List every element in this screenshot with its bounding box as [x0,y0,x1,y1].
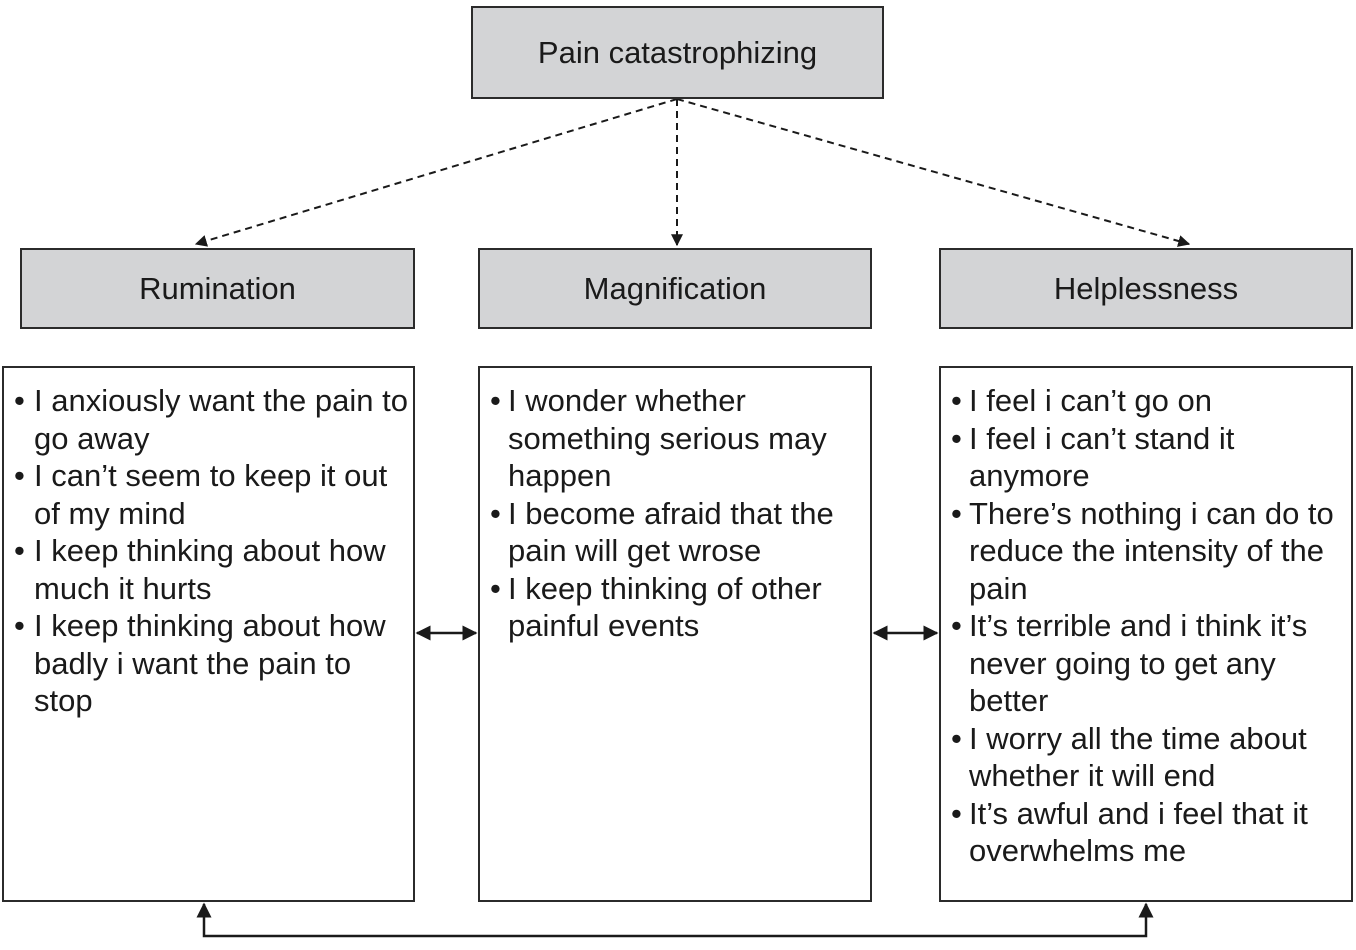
bullet-icon: • [490,383,501,418]
list-item: • I keep thinking about how badly i want … [4,607,413,720]
list-item: • I can’t seem to keep it out of my mind [4,457,413,532]
double-arrow-rumination-helplessness [196,902,1154,938]
list-item: •I keep thinking of other painful events [480,570,870,645]
bullet-icon: • [14,458,25,493]
list-item: •It’s awful and i feel that it overwhelm… [941,795,1351,870]
dashed-arrow-to-rumination [194,98,678,247]
item-text: It’s awful and i feel that it overwhelms… [969,795,1308,869]
item-text: I worry all the time about whether it wi… [969,720,1307,794]
list-item: •There’s nothing i can do to reduce the … [941,495,1351,608]
list-item: •I feel i can’t go on [941,382,1351,420]
helplessness-items-box: •I feel i can’t go on •I feel i can’t st… [939,366,1353,902]
bullet-icon: • [14,608,25,643]
magnification-items-box: •I wonder whether something serious may … [478,366,872,902]
list-item: •I worry all the time about whether it w… [941,720,1351,795]
item-text: I anxiously want the pain to go away [34,383,408,456]
list-item: • I anxiously want the pain to go away [4,382,413,457]
item-text: I keep thinking about how much it hurts [34,533,386,606]
item-text: I become afraid that the pain will get w… [508,495,834,569]
bullet-icon: • [14,383,25,418]
node-rumination: Rumination [20,248,415,329]
item-text: It’s terrible and i think it’s never goi… [969,608,1308,718]
helplessness-item-list: •I feel i can’t go on •I feel i can’t st… [941,382,1351,870]
item-text: I feel i can’t go on [969,383,1212,418]
item-text: I keep thinking of other painful events [508,570,822,644]
item-text: I wonder whether something serious may h… [508,383,827,493]
node-label: Magnification [583,270,767,306]
list-item: • I keep thinking about how much it hurts [4,532,413,607]
bullet-icon: • [490,570,501,606]
node-label: Helplessness [1053,270,1239,306]
bullet-icon: • [951,795,962,831]
root-node-pain-catastrophizing: Pain catastrophizing [471,6,884,99]
bullet-icon: • [951,608,962,643]
bullet-icon: • [14,533,25,568]
list-item: •I become afraid that the pain will get … [480,495,870,570]
dashed-arrow-to-helplessness [676,98,1191,247]
rumination-item-list: • I anxiously want the pain to go away • I… [4,382,413,720]
root-node-label: Pain catastrophizing [537,34,818,70]
item-text: I keep thinking about how badly i want t… [34,608,386,718]
item-text: I feel i can’t stand it anymore [969,420,1235,494]
rumination-items-box: • I anxiously want the pain to go away • I… [2,366,415,902]
bullet-icon: • [951,720,962,756]
bullet-icon: • [951,495,962,531]
node-magnification: Magnification [478,248,872,329]
bullet-icon: • [951,383,962,418]
node-label: Rumination [139,270,296,306]
list-item: •I feel i can’t stand it anymore [941,420,1351,495]
item-text: There’s nothing i can do to reduce the i… [969,495,1334,606]
list-item: •It’s terrible and i think it’s never go… [941,607,1351,720]
list-item: •I wonder whether something serious may … [480,382,870,495]
item-text: I can’t seem to keep it out of my mind [34,458,388,531]
node-helplessness: Helplessness [939,248,1353,329]
magnification-item-list: •I wonder whether something serious may … [480,382,870,645]
bullet-icon: • [490,495,501,531]
bullet-icon: • [951,420,962,456]
